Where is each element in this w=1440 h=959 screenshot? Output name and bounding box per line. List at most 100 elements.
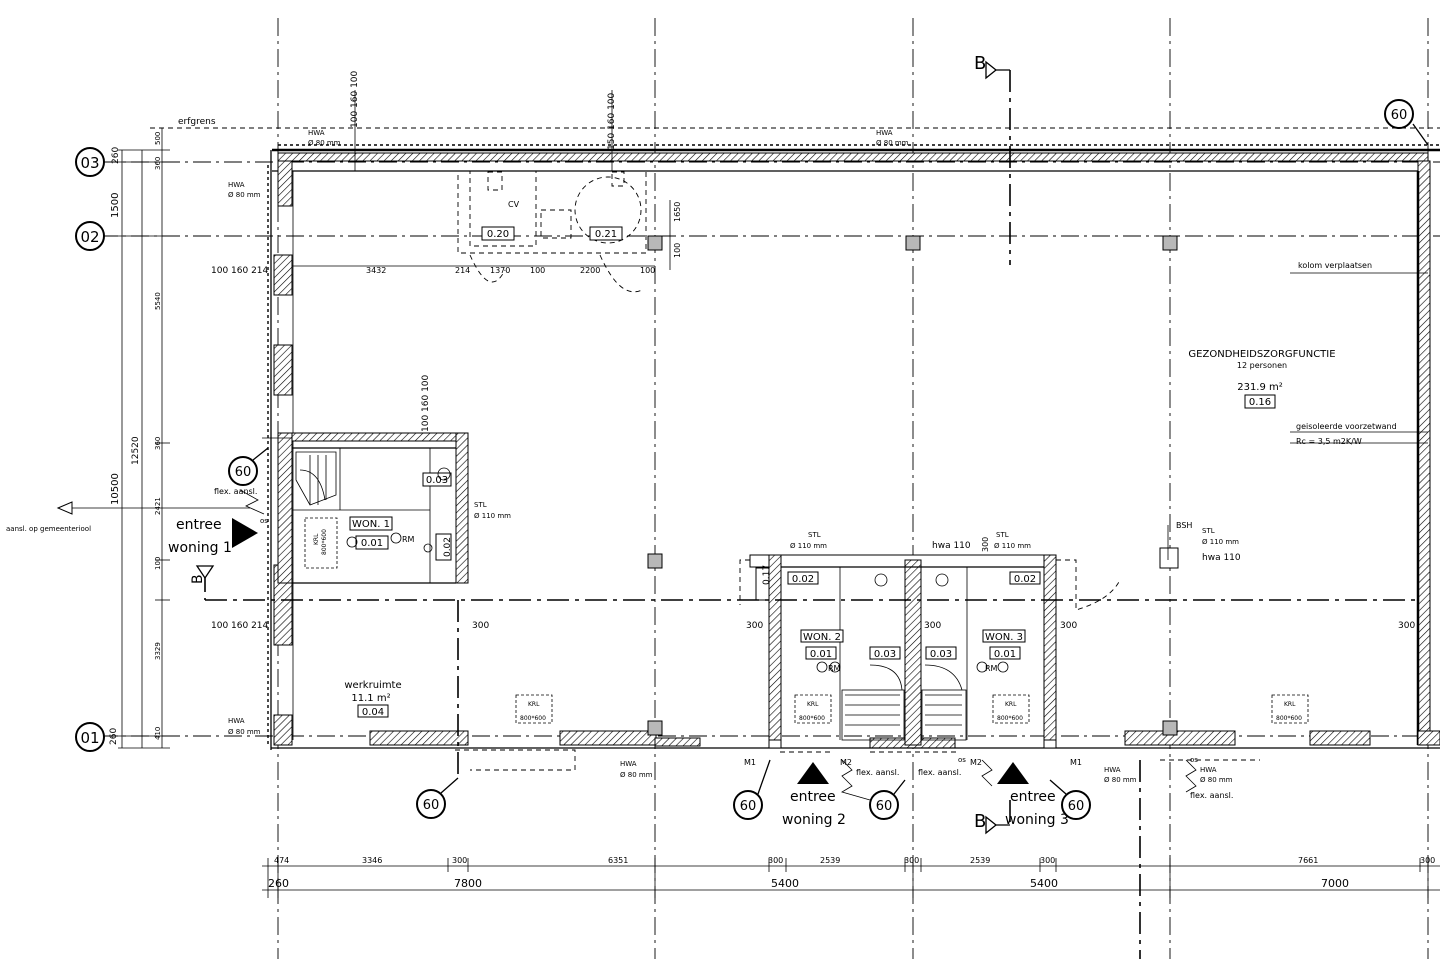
bottom-dimension-lines (262, 858, 1440, 898)
hwa-dim-3: Ø 80 mm (228, 191, 261, 199)
room-002-w3: 0.02 (1014, 574, 1036, 585)
woning2-label: woning 2 (782, 812, 846, 828)
kolom-label: kolom verplaatsen (1298, 261, 1372, 270)
section-marker-left: B (190, 574, 206, 584)
m1-w2: M1 (744, 758, 756, 767)
room-002-w2: 0.02 (792, 574, 814, 585)
entree-woning3-arrow (997, 762, 1029, 784)
dim-300-a: 300 (472, 621, 489, 631)
dim-v360-top: 360 (154, 157, 162, 170)
aansl-label: aansl. op gemeenteriool (6, 525, 91, 533)
won3-label: WON. 3 (985, 632, 1023, 643)
dim-top-1: 100 160 100 (350, 70, 360, 128)
dim-b7661: 7661 (1298, 856, 1318, 865)
bsh-label: BSH (1176, 521, 1192, 530)
room-003-w2: 0.03 (874, 649, 896, 660)
dim-v410: 410 (154, 727, 162, 740)
entree-w1: entree (176, 517, 222, 533)
dim-w1-top: 100 160 100 (421, 374, 431, 432)
dim-1650: 1650 (673, 202, 682, 222)
hwa-label-3: HWA (228, 181, 245, 189)
dim-t5400-2: 5400 (1030, 877, 1058, 890)
gzf-code: 0.16 (1249, 397, 1271, 408)
rm-w2: RM (828, 664, 841, 673)
dim-100-right: 100 (640, 266, 655, 275)
hwa110-right: hwa 110 (1202, 553, 1241, 563)
entree-woning1-arrow (232, 518, 258, 548)
grid-bubbles: 03 02 01 (75, 147, 105, 752)
woning2-3-core (739, 554, 1121, 749)
dim-v260-top: 260 (111, 147, 121, 164)
dim-100-top: 100 (673, 243, 682, 258)
krl-w2: KRL (807, 701, 819, 708)
fire-rating-5: 60 (876, 799, 893, 814)
won1-label: WON. 1 (352, 519, 390, 530)
room-001-w2: 0.01 (810, 649, 832, 660)
dim-v260-bottom: 260 (109, 728, 119, 745)
dim-v10500: 10500 (110, 473, 121, 505)
dim-100-mid: 100 (530, 266, 545, 275)
rm-w1: RM (402, 535, 415, 544)
gzf-area: 231.9 m² (1237, 382, 1283, 393)
rm-w3: RM (985, 664, 998, 673)
flex-w1: flex. aansl. (214, 487, 257, 496)
hwa-label-2: HWA (876, 129, 893, 137)
krl-w1: KRL (313, 533, 320, 545)
os-right: os (1190, 756, 1198, 764)
gzf-title: GEZONDHEIDSZORGFUNCTIE (1188, 349, 1335, 360)
krl-w3: KRL (1005, 701, 1017, 708)
dim-b474: 474 (274, 856, 289, 865)
werkruimte-label: werkruimte (344, 680, 401, 691)
dim-300-w3: 300 (981, 537, 990, 552)
hwa-dim-1: Ø 80 mm (308, 139, 341, 147)
dim-t5400-1: 5400 (771, 877, 799, 890)
hwa-label-4: HWA (228, 717, 245, 725)
hwa-label-1: HWA (308, 129, 325, 137)
hwa-dim-6: Ø 80 mm (1104, 776, 1137, 784)
fire-rating-bubbles: 60 60 60 60 60 60 (228, 99, 1429, 820)
krl-dim-w3: 800*600 (997, 715, 1023, 722)
left-dim-text: 260 500 360 1500 5540 12520 10500 360 24… (109, 132, 162, 745)
won2-label: WON. 2 (803, 632, 841, 643)
m2-w3: M2 (970, 758, 982, 767)
fire-rating-4: 60 (740, 799, 757, 814)
section-marker-top: B (974, 53, 986, 74)
krl-dim-w1: 800*600 (321, 529, 328, 555)
dim-300-e: 300 (1398, 621, 1415, 631)
woning1-label: woning 1 (168, 540, 232, 556)
krl-mid: KRL (528, 701, 540, 708)
room-003-w3: 0.03 (930, 649, 952, 660)
flex-w2: flex. aansl. (856, 768, 899, 777)
entree-w2: entree (790, 789, 836, 805)
os-w3: os (958, 756, 966, 764)
stl-w3: STL (996, 531, 1009, 539)
room-017: 0.17 (762, 565, 772, 585)
stl-w1: STL (474, 501, 487, 509)
room-002-w1: 0.02 (443, 537, 453, 557)
dim-1370: 1370 (490, 266, 510, 275)
m1-w3: M1 (1070, 758, 1082, 767)
dim-v360-mid: 360 (154, 437, 162, 450)
fire-rating-6: 60 (1068, 799, 1085, 814)
dim-b300-1: 300 (452, 856, 467, 865)
voorzetwand-label: geisoleerde voorzetwand (1296, 422, 1397, 431)
dim-b300-5: 300 (1420, 856, 1435, 865)
section-marker-bottom: B (974, 811, 986, 832)
grid-axis-01: 01 (80, 729, 99, 747)
erfgrens-label: erfgrens (178, 117, 216, 127)
room-001-w3: 0.01 (994, 649, 1016, 660)
hwa-label-6: HWA (1104, 766, 1121, 774)
room-001-w1: 0.01 (361, 538, 383, 549)
section-lines (56, 60, 1420, 959)
dim-b2539-2: 2539 (970, 856, 990, 865)
stl-dim-w1: Ø 110 mm (474, 512, 511, 520)
werkruimte-code: 0.04 (362, 707, 384, 718)
dim-b300-4: 300 (1040, 856, 1055, 865)
grid-axis-02: 02 (80, 228, 99, 246)
hwa-dim-4: Ø 80 mm (228, 728, 261, 736)
dim-b300-2: 300 (768, 856, 783, 865)
gzf-persons: 12 personen (1237, 361, 1287, 370)
dim-v5540: 5540 (154, 292, 162, 310)
stl-dim-right: Ø 110 mm (1202, 538, 1239, 546)
